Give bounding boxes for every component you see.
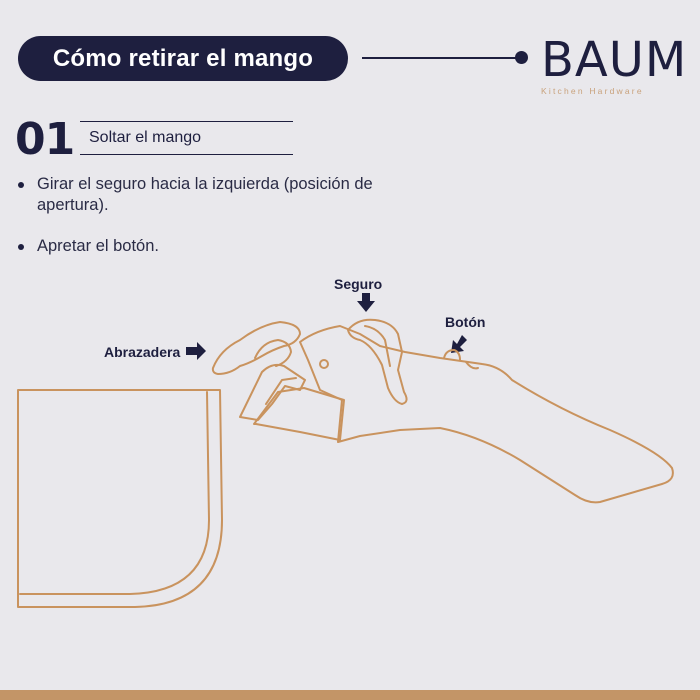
pot-outline: [17, 389, 223, 608]
clamp-jaw-plate: [253, 387, 345, 441]
connector-dot: [515, 51, 528, 64]
step-divider-bottom: [80, 154, 293, 155]
pot-inner-wall: [19, 391, 210, 595]
step-title: Soltar el mango: [89, 129, 202, 146]
handle-body: [299, 325, 674, 504]
bottom-accent-bar: [0, 690, 700, 700]
instruction-text: Apretar el botón.: [37, 237, 159, 255]
handle-rivet: [319, 359, 329, 369]
brand-tagline: Kitchen Hardware: [541, 86, 644, 96]
callout-lock-label: Seguro: [334, 276, 383, 292]
bullet-dot: [18, 182, 24, 188]
callout-clamp-label: Abrazadera: [104, 344, 181, 360]
arrow-right-icon: [186, 342, 206, 360]
instruction-item: Girar el seguro hacia la izquierda (posi…: [18, 174, 378, 216]
handle-detail: [465, 361, 479, 370]
brand-name: BAUM: [541, 32, 688, 88]
step-number: 01: [15, 114, 75, 165]
step-divider-top: [80, 121, 293, 122]
release-button: [443, 349, 461, 361]
callout-button-label: Botón: [445, 314, 486, 330]
instruction-list: Girar el seguro hacia la izquierda (posi…: [18, 174, 378, 277]
clamp-hinge: [254, 339, 292, 367]
instruction-item: Apretar el botón.: [18, 236, 378, 257]
instruction-text: Girar el seguro hacia la izquierda (posi…: [37, 175, 373, 214]
bullet-dot: [18, 244, 24, 250]
arrow-down-icon: [357, 293, 375, 312]
page-title: Cómo retirar el mango: [18, 36, 348, 81]
clamp-jaw: [239, 363, 306, 421]
clamp-arm: [211, 321, 301, 375]
arrow-down-left-icon: [451, 335, 467, 353]
title-connector-line: [362, 57, 520, 59]
lock-lever-inner: [364, 325, 391, 367]
lock-lever: [347, 318, 408, 405]
clamp-jaw-inner: [265, 377, 297, 405]
brand-logo: BAUM Kitchen Hardware: [541, 36, 691, 96]
